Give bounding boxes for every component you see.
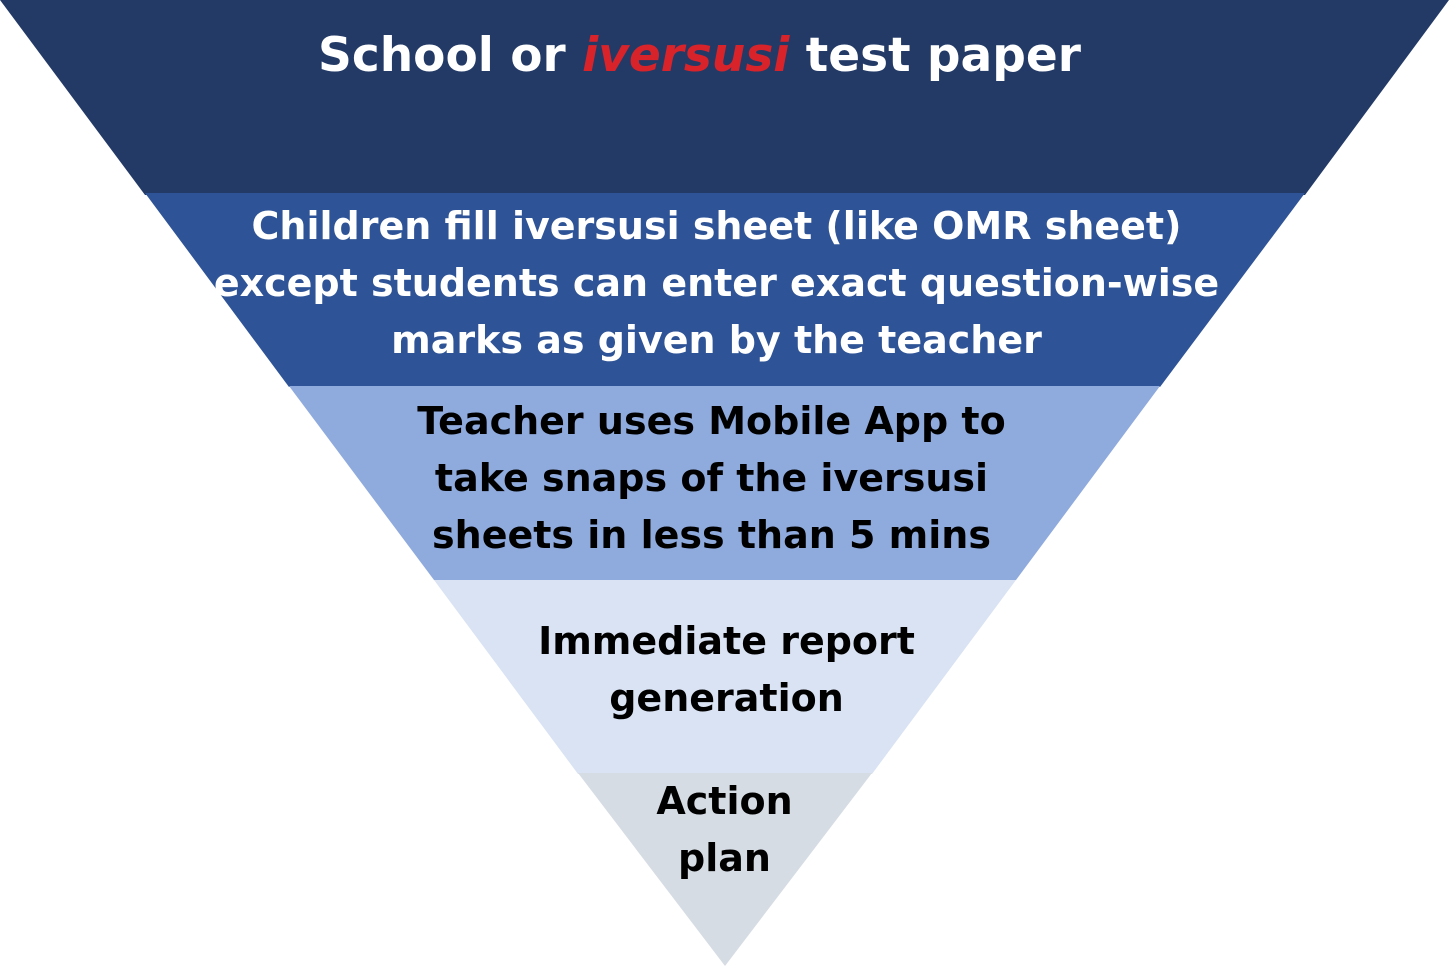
level-5-line-2: plan — [678, 836, 771, 880]
title-before: School or — [318, 28, 583, 83]
funnel-level-3-text: Teacher uses Mobile App to take snaps of… — [0, 393, 1436, 564]
level-3-line-3: sheets in less than 5 mins — [432, 513, 991, 557]
level-4-line-1: Immediate report — [538, 619, 915, 663]
funnel-level-test-paper: School or iversusi test paper — [0, 0, 1449, 195]
funnel-level-fill-sheet: Children fill iversusi sheet (like OMR s… — [0, 193, 1449, 387]
funnel-level-2-shape — [145, 193, 1305, 387]
title-after: test paper — [789, 28, 1081, 83]
level-4-line-2: generation — [609, 676, 844, 720]
funnel-level-3-shape — [289, 386, 1160, 580]
level-5-line-1: Action — [656, 779, 793, 823]
funnel-level-4-text: Immediate report generation — [2, 613, 1449, 727]
funnel-level-2-text: Children fill iversusi sheet (like OMR s… — [0, 198, 1441, 369]
funnel-level-report-generation: Immediate report generation — [0, 580, 1449, 774]
level-2-line-1: Children fill iversusi sheet (like OMR s… — [251, 204, 1182, 248]
funnel-level-1-text: School or iversusi test paper — [0, 26, 1424, 86]
test-paper-title: School or iversusi test paper — [0, 26, 1424, 86]
funnel-level-action-plan: Action plan — [0, 773, 1449, 966]
level-2-line-3: marks as given by the teacher — [391, 318, 1042, 362]
funnel-level-1-shape — [0, 0, 1449, 195]
level-3-line-2: take snaps of the iversusi — [434, 456, 989, 500]
level-3-line-1: Teacher uses Mobile App to — [417, 399, 1006, 443]
funnel-level-mobile-app: Teacher uses Mobile App to take snaps of… — [0, 386, 1449, 580]
funnel-level-5-text: Action plan — [0, 773, 1449, 887]
brand-name-highlight: iversusi — [582, 28, 790, 83]
level-2-line-2: except students can enter exact question… — [213, 261, 1220, 305]
